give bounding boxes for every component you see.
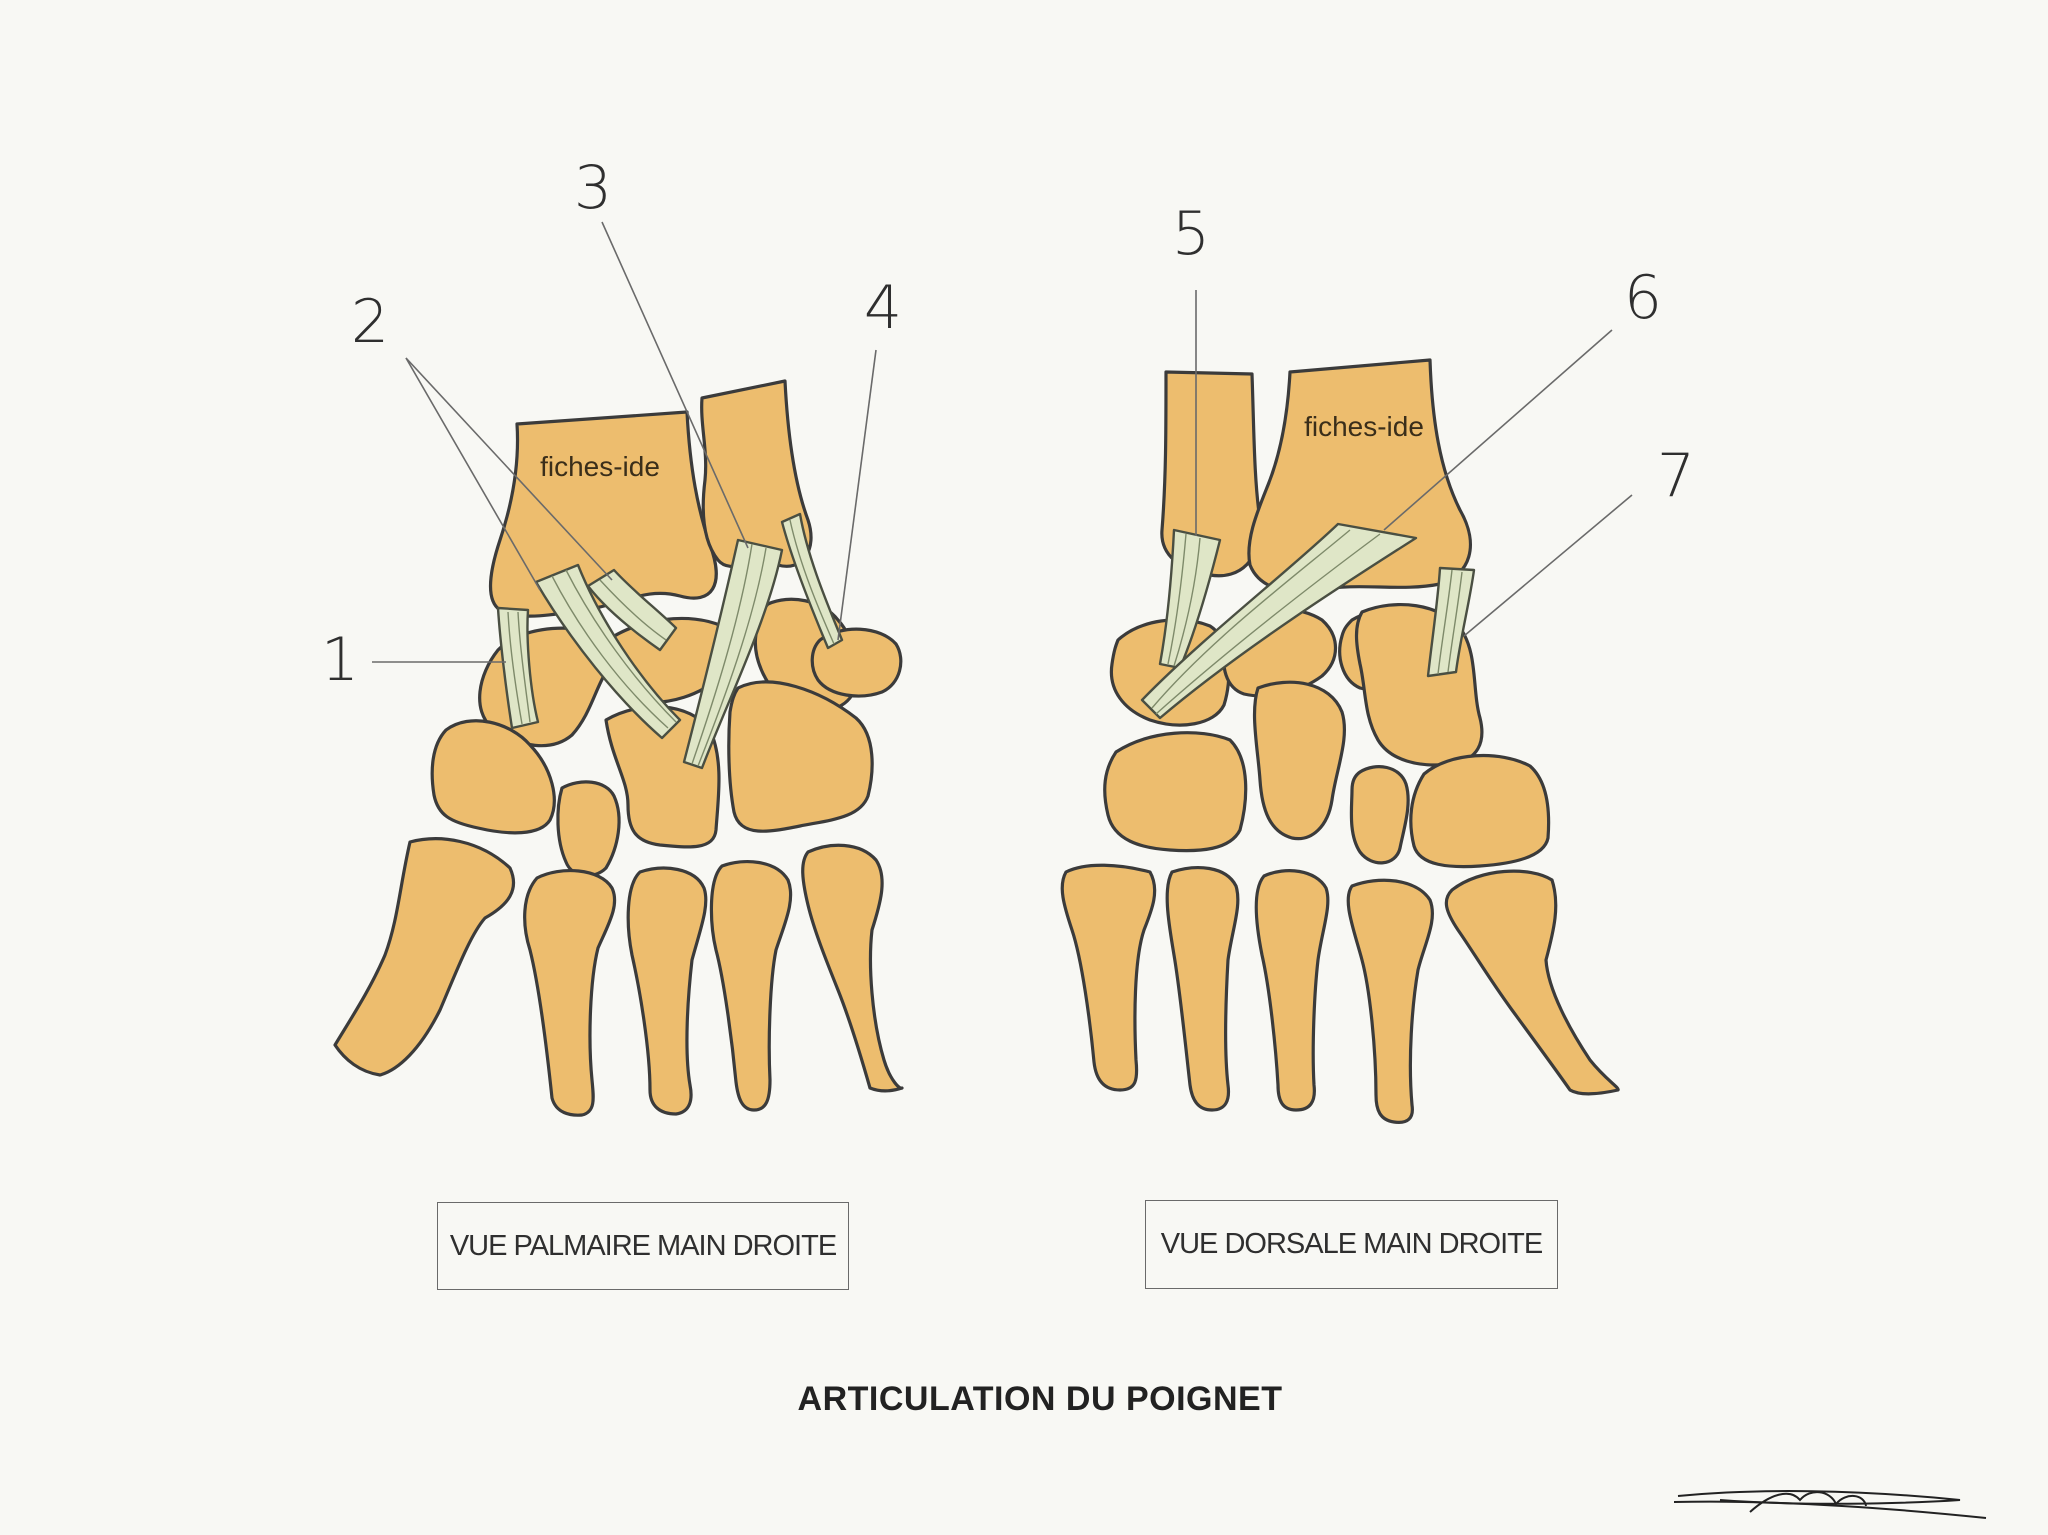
label-7: 7: [1657, 441, 1695, 511]
diagram-title: ARTICULATION DU POIGNET: [797, 1380, 1283, 1418]
label-6: 6: [1624, 263, 1662, 333]
leader-lines: [372, 221, 1633, 663]
dorsal-metacarpal-1: [1444, 869, 1620, 1096]
palmar-view: fiches-ide: [333, 379, 904, 1117]
label-1: 1: [321, 625, 359, 695]
dorsal-metacarpal-3: [1254, 869, 1330, 1112]
label-3: 3: [574, 153, 612, 223]
palmar-ligament-1: [496, 606, 540, 730]
palmar-trapezium: [430, 719, 556, 835]
dorsal-ligament-7: [1426, 566, 1476, 678]
palmar-view-caption: VUE PALMAIRE MAIN DROITE: [437, 1202, 849, 1290]
palmar-trapezoid: [556, 780, 621, 878]
dorsal-caption-text: VUE DORSALE MAIN DROITE: [1160, 1228, 1543, 1260]
dorsal-view-caption: VUE DORSALE MAIN DROITE: [1145, 1200, 1558, 1289]
leader-6: [1383, 329, 1613, 531]
palmar-watermark: fiches-ide: [540, 451, 660, 482]
dorsal-ligament-6: [1140, 522, 1418, 720]
dorsal-ulna: [1160, 370, 1262, 578]
leader-2b: [405, 357, 613, 581]
leader-7: [1463, 494, 1633, 637]
dorsal-view: fiches-ide: [1060, 358, 1620, 1124]
palmar-pisiform: [810, 627, 903, 698]
dorsal-metacarpal-5: [1060, 863, 1157, 1092]
palmar-ligament-3: [682, 538, 784, 770]
leader-3: [601, 221, 749, 549]
number-labels: 1 2 3 4 5 6 7: [321, 153, 1695, 695]
palmar-ligament-2b: [586, 568, 678, 652]
dorsal-trapezium: [1409, 753, 1551, 869]
palmar-ligament-4: [780, 512, 844, 650]
palmar-metacarpal-5: [801, 843, 904, 1093]
palmar-metacarpal-4: [709, 860, 793, 1112]
label-4: 4: [864, 273, 902, 343]
dorsal-trapezoid: [1349, 765, 1410, 865]
dorsal-metacarpal-4: [1165, 866, 1240, 1112]
palmar-caption-text: VUE PALMAIRE MAIN DROITE: [449, 1229, 837, 1262]
palmar-ligament-2a: [534, 563, 682, 740]
dorsal-capitate: [1252, 680, 1347, 841]
label-2: 2: [351, 287, 389, 357]
palmar-metacarpal-2: [523, 868, 617, 1117]
dorsal-metacarpal-2: [1346, 878, 1434, 1124]
label-5: 5: [1172, 199, 1210, 269]
signature: [1673, 1490, 1987, 1519]
leader-2a: [405, 357, 541, 591]
palmar-metacarpal-1: [333, 837, 516, 1077]
palmar-hamate: [727, 680, 874, 833]
dorsal-hamate: [1103, 731, 1248, 853]
dorsal-watermark: fiches-ide: [1304, 411, 1424, 442]
leader-4: [837, 349, 877, 641]
palmar-metacarpal-3: [626, 866, 708, 1116]
